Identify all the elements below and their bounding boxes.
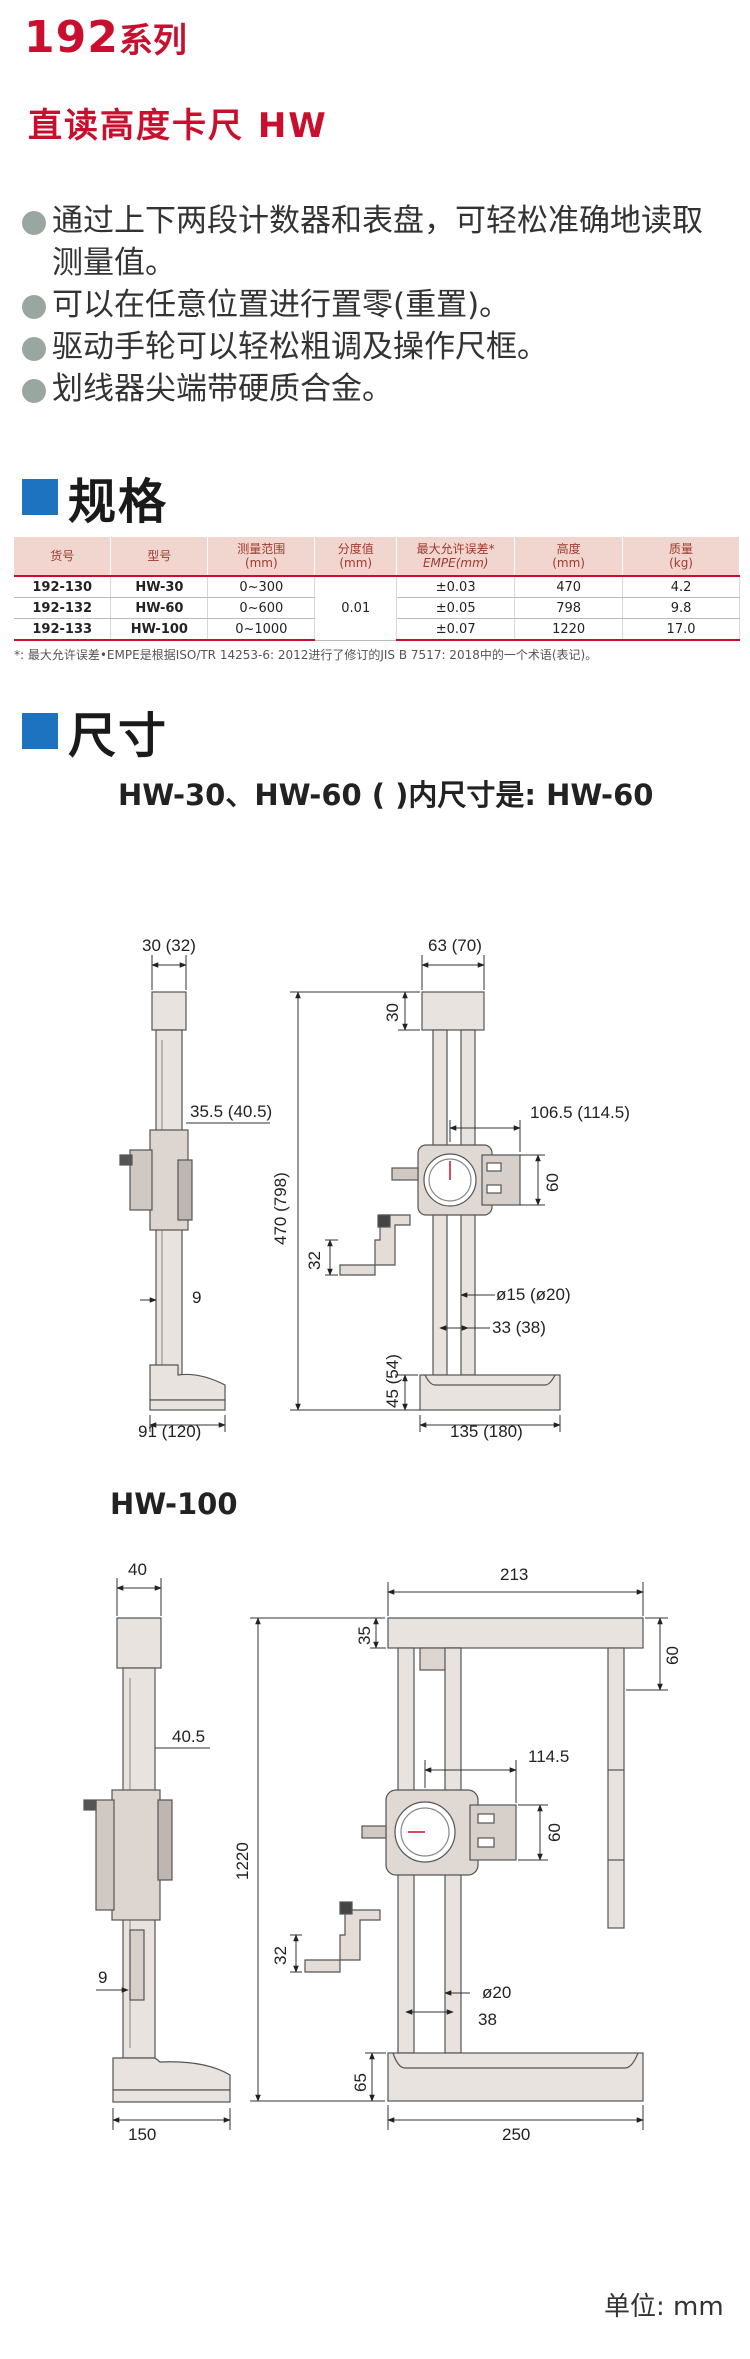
drawing1-caption: HW-30、HW-60 ( )内尺寸是: HW-60 [118,778,654,812]
drawing2-front-view [304,1617,644,2102]
bullet-icon [22,295,46,319]
feature-item: 驱动手轮可以轻松粗调及操作尺框。 [22,326,722,368]
cell-mass: 4.2 [622,575,740,598]
table-row: 192-130 HW-30 0~300 0.01 ±0.03 470 4.2 [14,575,740,641]
dim-front-column-dia: ø15 (ø20) [496,1285,571,1304]
dim-heading: 尺寸 [22,696,168,766]
series-suffix: 系列 [118,21,187,61]
dim-front-column-pitch: 33 (38) [492,1318,546,1337]
drawing1-side-view [119,991,226,1411]
cell-graduation: 0.01 [314,575,398,641]
feature-item: 通过上下两段计数器和表盘，可轻松准确地读取测量值。 [22,200,722,284]
series-title: 192系列 [24,12,187,63]
feature-list: 通过上下两段计数器和表盘，可轻松准确地读取测量值。 可以在任意位置进行置零(重置… [22,200,722,410]
feature-text: 划线器尖端带硬质合金。 [52,371,393,407]
dim-side-top-width: 30 (32) [142,936,196,955]
cell-code: 192-133 [14,618,112,641]
cell-mpe: ±0.07 [396,618,516,641]
dim2-side-top-width: 40 [128,1560,147,1579]
bullet-icon [22,337,46,361]
cell-model: HW-100 [110,618,209,641]
drawing2-caption: HW-100 [110,1487,238,1521]
dim-front-base-width: 135 (180) [450,1422,523,1441]
dim2-side-base-width: 150 [128,2125,156,2144]
dim2-front-column-dia: ø20 [482,1983,511,2002]
spec-heading-text: 规格 [68,474,169,530]
feature-text: 驱动手轮可以轻松粗调及操作尺框。 [52,329,548,365]
feature-item: 可以在任意位置进行置零(重置)。 [22,284,722,326]
spec-table: 货号 型号 测量范围(mm) 分度值(mm) 最大允许误差*EMPE(mm) 高… [14,537,740,641]
dim2-front-base-height: 65 [351,2073,370,2092]
cell-range: 0~1000 [207,618,316,641]
product-title: 直读高度卡尺 HW [28,106,328,146]
drawing2-side-view [83,1617,231,2103]
drawing2-front-dims [250,1582,668,2130]
table-row: 192-132 HW-60 0~600 ±0.05 798 9.8 [14,597,740,619]
spec-heading: 规格 [22,462,168,532]
dim2-side-offset: 40.5 [172,1727,205,1746]
series-number: 192 [24,12,119,63]
unit-label: 单位: mm [604,2292,724,2322]
cell-range: 0~600 [207,597,316,619]
dim2-front-right-height: 60 [663,1646,682,1665]
dim2-front-top-height: 35 [355,1626,374,1645]
bullet-icon [22,211,46,235]
table-footnote: *: 最大允许误差•EMPE是根据ISO/TR 14253-6: 2012进行了… [14,648,598,662]
th-mass: 质量(kg) [622,537,740,576]
dim-front-scriber: 32 [305,1251,324,1270]
th-range: 测量范围(mm) [207,537,316,576]
dim2-front-dial-height: 60 [545,1823,564,1842]
cell-height: 798 [514,597,624,619]
drawing1-side-dims [140,955,270,1432]
dim-front-top-height: 30 [383,1003,402,1022]
table-row: 192-133 HW-100 0~1000 ±0.07 1220 17.0 [14,618,740,641]
drawing2-side-dims [96,1578,231,2130]
dim-front-total-height: 470 (798) [271,1172,290,1245]
spec-header-row: 货号 型号 测量范围(mm) 分度值(mm) 最大允许误差*EMPE(mm) 高… [14,537,740,576]
th-code: 货号 [14,537,112,576]
drawing1-front-view [339,991,561,1411]
cell-code: 192-130 [14,575,112,598]
dim-side-offset: 35.5 (40.5) [190,1102,272,1121]
cell-code: 192-132 [14,597,112,619]
dim-front-top-width: 63 (70) [428,936,482,955]
section-square-icon [22,479,58,515]
feature-text: 可以在任意位置进行置零(重置)。 [52,287,511,323]
cell-mpe: ±0.05 [396,597,516,619]
cell-range: 0~300 [207,575,316,598]
dim2-front-dial-width: 114.5 [528,1747,569,1766]
bullet-icon [22,379,46,403]
dim-front-base-height: 45 (54) [383,1354,402,1408]
dim-front-dial-width: 106.5 (114.5) [530,1103,630,1122]
feature-text: 通过上下两段计数器和表盘，可轻松准确地读取测量值。 [52,203,703,281]
section-square-icon [22,713,58,749]
dim-front-dial-height: 60 [543,1173,562,1192]
dim2-front-base-width: 250 [502,2125,530,2144]
dim2-front-top-width: 213 [500,1565,528,1584]
cell-mass: 9.8 [622,597,740,619]
dim2-front-total-height: 1220 [233,1842,252,1880]
dim-heading-text: 尺寸 [68,708,169,764]
cell-mpe: ±0.03 [396,575,516,598]
cell-model: HW-60 [110,597,209,619]
feature-item: 划线器尖端带硬质合金。 [22,368,722,410]
cell-height: 1220 [514,618,624,641]
dim2-front-scriber: 32 [271,1946,290,1965]
dim2-front-column-pitch: 38 [478,2010,497,2029]
dim2-side-tip: 9 [98,1968,107,1987]
dim-side-tip: 9 [192,1288,201,1307]
th-height: 高度(mm) [514,537,624,576]
drawing1-front-dims [290,955,561,1432]
th-graduation: 分度值(mm) [314,537,398,576]
th-mpe: 最大允许误差*EMPE(mm) [396,537,516,576]
dim-side-base-width: 91 (120) [138,1422,201,1441]
cell-model: HW-30 [110,575,209,598]
cell-height: 470 [514,575,624,598]
th-model: 型号 [110,537,209,576]
cell-mass: 17.0 [622,618,740,641]
